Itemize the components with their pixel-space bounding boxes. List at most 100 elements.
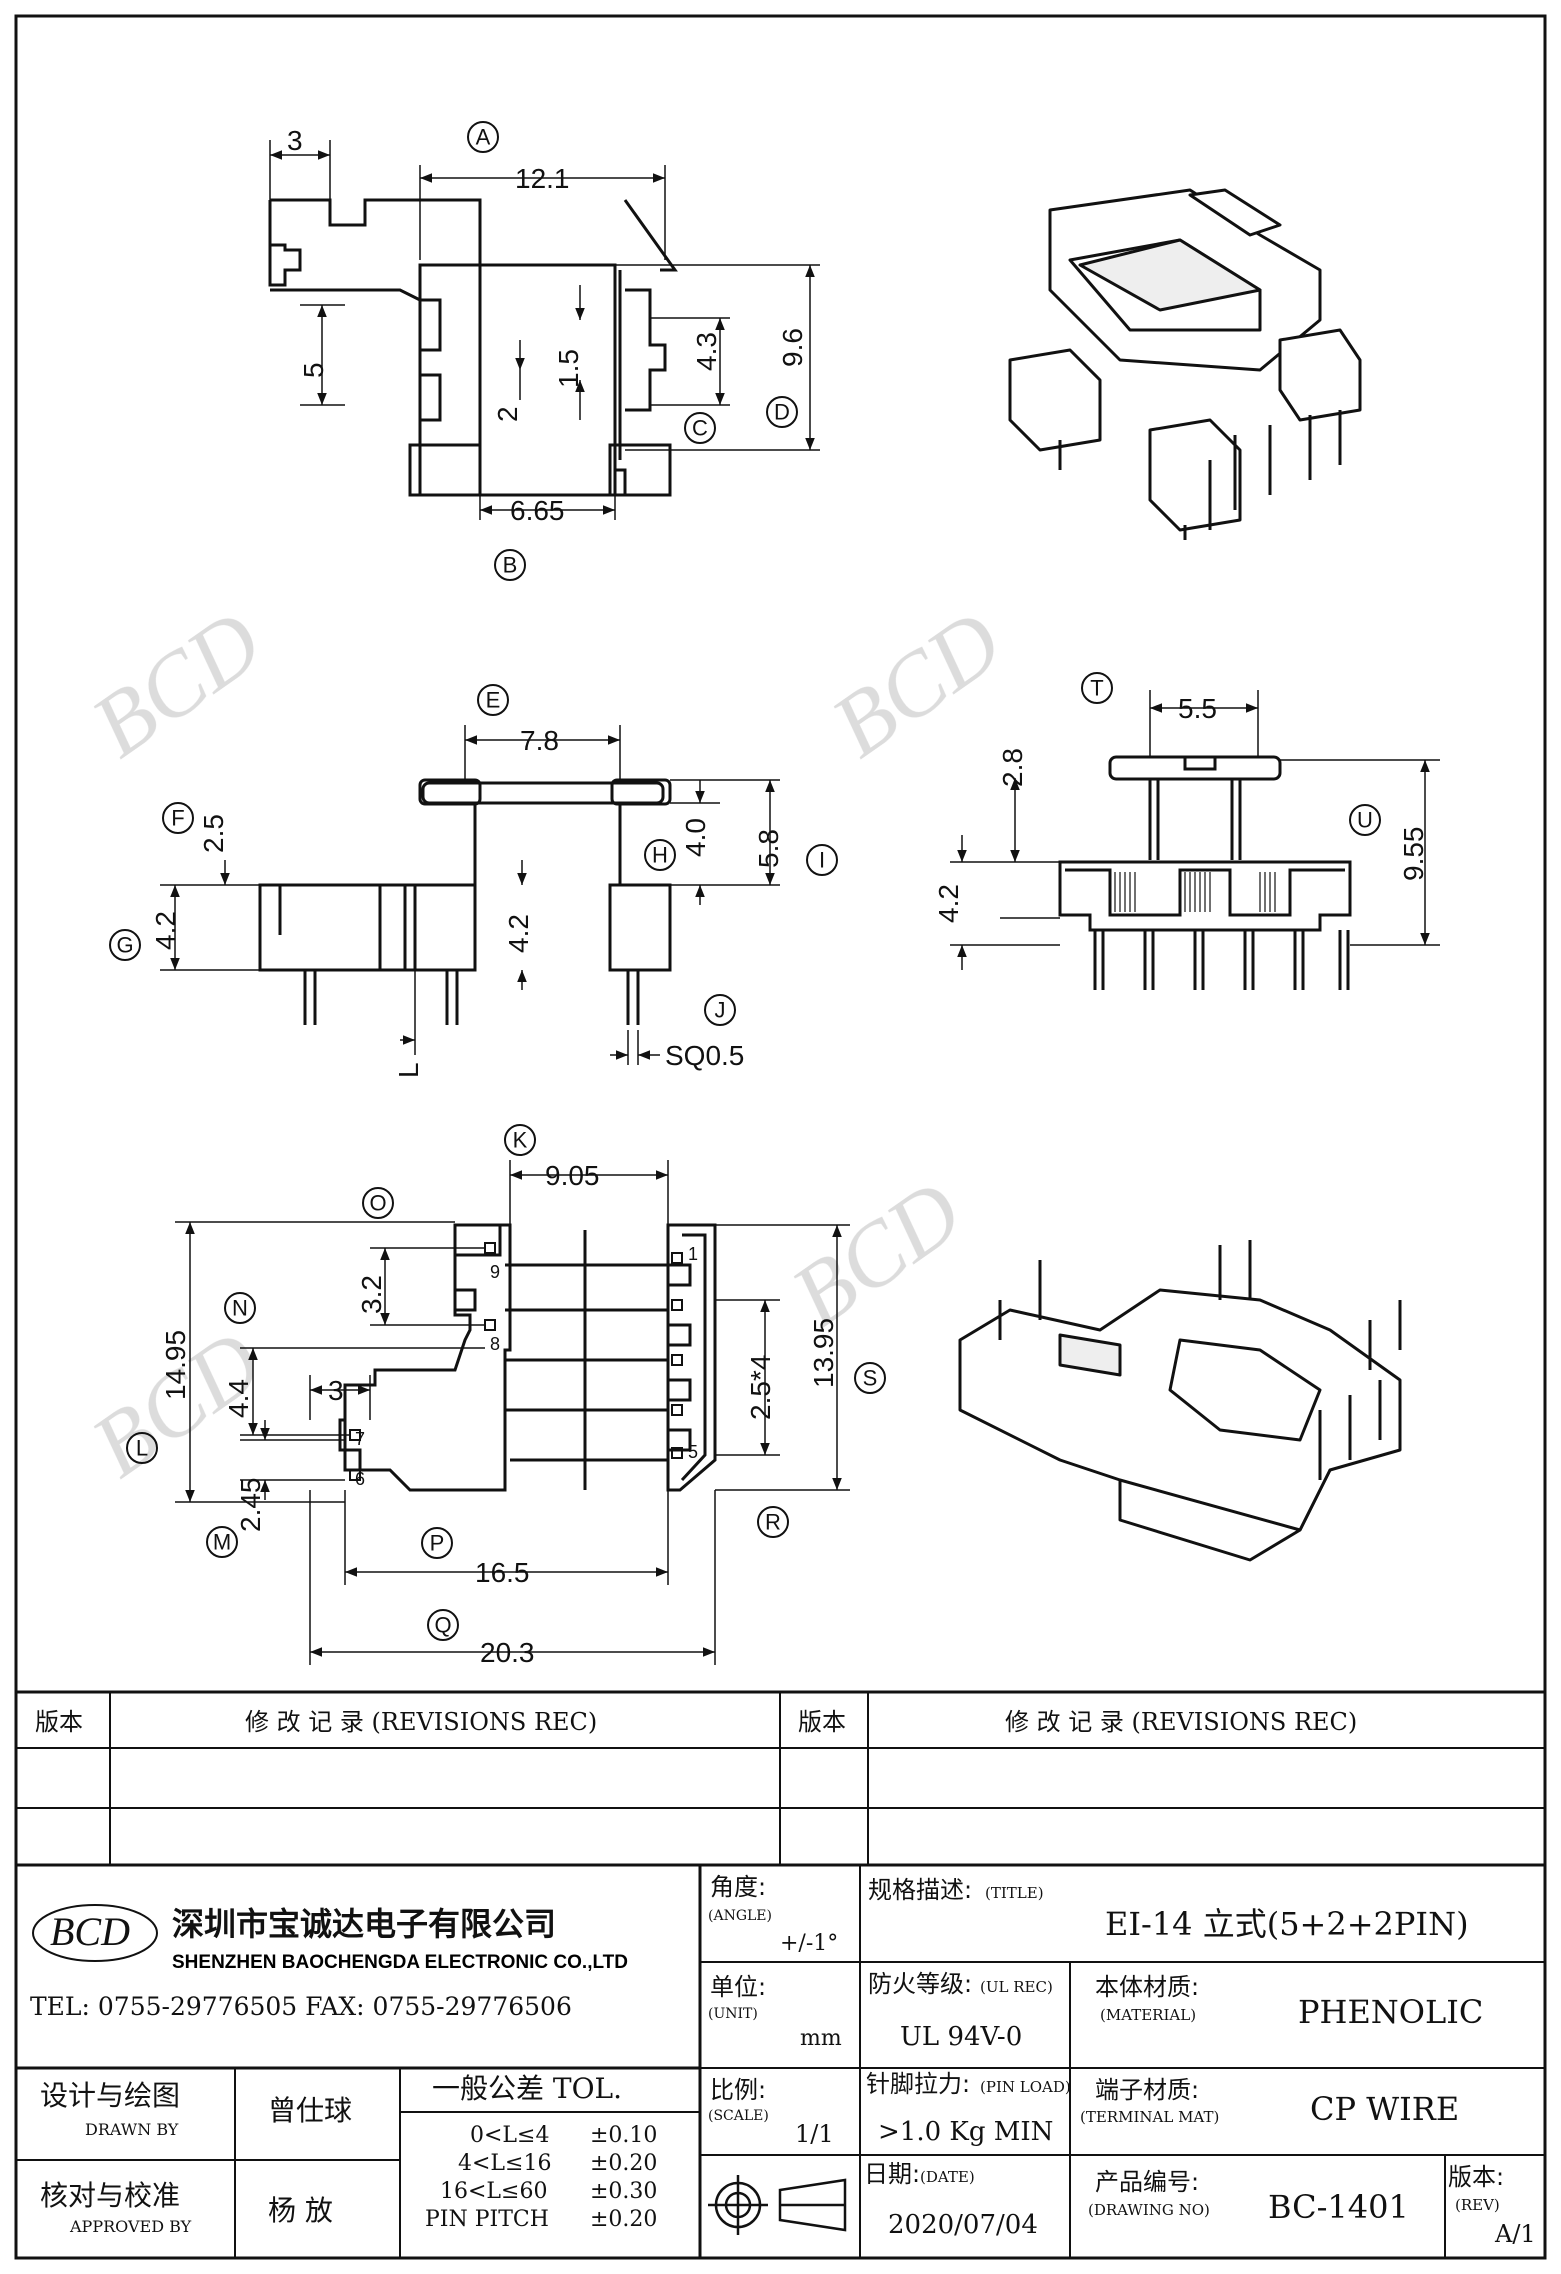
iso-view-2 [958, 1240, 1402, 1562]
svg-text:±0.10: ±0.10 [590, 2123, 657, 2148]
dim-label: 1.5 [553, 349, 584, 388]
svg-text:(DRAWING NO): (DRAWING NO) [1088, 2201, 1210, 2219]
svg-text:2.5: 2.5 [198, 814, 229, 853]
view-top-callouts: A B C D [467, 121, 798, 581]
view-side-dimensions [950, 690, 1440, 970]
dim-label: 9.6 [777, 328, 808, 367]
view-bottom [338, 1223, 717, 1492]
svg-text:4.2: 4.2 [503, 914, 534, 953]
svg-text:2.8: 2.8 [997, 748, 1028, 787]
svg-text:APPROVED BY: APPROVED BY [69, 2217, 192, 2236]
svg-text:(PIN LOAD): (PIN LOAD) [980, 2078, 1071, 2096]
svg-text:DRAWN BY: DRAWN BY [85, 2120, 179, 2139]
svg-text:(UL REC): (UL REC) [980, 1978, 1053, 1996]
svg-text:1/1: 1/1 [795, 2120, 834, 2148]
drawing-number: BC-1401 [1268, 2188, 1409, 2226]
svg-text:设计与绘图: 设计与绘图 [40, 2079, 180, 2112]
svg-text:±0.20: ±0.20 [590, 2207, 657, 2232]
svg-text:4.2: 4.2 [933, 884, 964, 923]
svg-text:F: F [171, 806, 184, 831]
svg-text:(REV): (REV) [1455, 2196, 1500, 2214]
revision-table-text: 版本 修 改 记 录 (REVISIONS REC) 版本 修 改 记 录 (R… [35, 1708, 1357, 1736]
iso-view-1 [1008, 188, 1362, 540]
svg-text:H: H [652, 843, 668, 868]
dim-label: 4.3 [691, 332, 722, 371]
svg-text:6: 6 [355, 1469, 365, 1489]
svg-text:R: R [765, 1510, 781, 1535]
svg-text:修 改 记 录 (REVISIONS REC): 修 改 记 录 (REVISIONS REC) [1005, 1708, 1357, 1736]
svg-text:单位:: 单位: [710, 1973, 766, 2001]
view-top-labels: 3 12.1 5 1.5 4.3 9.6 2 6.65 [287, 125, 808, 526]
svg-text:4.0: 4.0 [680, 818, 711, 857]
dim-label: 5 [298, 362, 329, 378]
svg-text:(ANGLE): (ANGLE) [708, 1908, 772, 1924]
svg-text:PIN PITCH: PIN PITCH [425, 2207, 549, 2232]
svg-text:版本: 版本 [35, 1708, 83, 1736]
view-top [268, 198, 678, 497]
svg-text:产品编号:: 产品编号: [1095, 2168, 1199, 2196]
svg-text:I: I [819, 848, 825, 873]
svg-text:±0.30: ±0.30 [590, 2179, 657, 2204]
svg-text:防火等级:: 防火等级: [868, 1970, 972, 1998]
svg-text:9.55: 9.55 [1398, 827, 1429, 882]
svg-text:端子材质:: 端子材质: [1095, 2076, 1199, 2104]
view-side [1058, 755, 1352, 990]
svg-text:T: T [1090, 676, 1103, 701]
svg-text:修 改 记 录 (REVISIONS REC): 修 改 记 录 (REVISIONS REC) [245, 1708, 597, 1736]
svg-text:J: J [715, 998, 726, 1023]
svg-text:+/-1°: +/-1° [780, 1931, 838, 1956]
svg-text:8: 8 [490, 1334, 500, 1354]
svg-text:E: E [486, 688, 501, 713]
svg-text:G: G [116, 933, 133, 958]
dim-label: 2 [492, 406, 523, 422]
product-title: EI-14 立式(5+2+2PIN) [1105, 1905, 1469, 1943]
view-front-callouts: E F G H I J [109, 684, 838, 1026]
svg-text:版本:: 版本: [1448, 2163, 1504, 2191]
svg-text:A/1: A/1 [1494, 2220, 1536, 2248]
svg-text:比例:: 比例: [710, 2076, 766, 2104]
svg-text:16.5: 16.5 [475, 1557, 530, 1588]
svg-text:(UNIT): (UNIT) [708, 2006, 758, 2022]
svg-text:>1.0 Kg MIN: >1.0 Kg MIN [878, 2117, 1053, 2147]
svg-text:(DATE): (DATE) [920, 2168, 975, 2186]
svg-text:9.05: 9.05 [545, 1160, 600, 1191]
svg-text:20.3: 20.3 [480, 1637, 535, 1668]
tolerance-table: 0<L≤4 ±0.10 4<L≤16 ±0.20 16<L≤60 ±0.30 P… [425, 2123, 657, 2232]
view-front-dimensions [160, 725, 780, 1065]
svg-text:1: 1 [688, 1244, 698, 1264]
svg-text:2.45: 2.45 [235, 1478, 266, 1533]
svg-text:mm: mm [800, 2026, 842, 2051]
svg-text:(MATERIAL): (MATERIAL) [1100, 2006, 1196, 2024]
svg-text:核对与校准: 核对与校准 [40, 2179, 180, 2212]
svg-text:C: C [692, 416, 708, 441]
svg-text:PHENOLIC: PHENOLIC [1298, 1993, 1483, 2031]
svg-text:(SCALE): (SCALE) [708, 2108, 769, 2124]
view-side-labels: 5.5 2.8 9.55 4.2 [933, 693, 1429, 923]
view-bottom-dimensions [175, 1160, 850, 1665]
svg-text:UL 94V-0: UL 94V-0 [900, 2022, 1022, 2052]
svg-text:13.95: 13.95 [808, 1318, 839, 1388]
dim-label: 12.1 [515, 163, 570, 194]
svg-text:S: S [863, 1366, 878, 1391]
svg-text:角度:: 角度: [710, 1873, 766, 1901]
svg-text:16<L≤60: 16<L≤60 [440, 2179, 547, 2204]
projection-symbol-icon [708, 2175, 847, 2235]
company-name-cn: 深圳市宝诚达电子有限公司 [172, 1905, 556, 1943]
title-block [14, 1863, 1547, 2260]
svg-text:4.2: 4.2 [150, 911, 181, 950]
view-front-labels: 7.8 2.5 4.0 5.8 4.2 4.2 SQ0.5 L [150, 725, 784, 1078]
svg-text:±0.20: ±0.20 [590, 2151, 657, 2176]
svg-text:U: U [1357, 808, 1373, 833]
view-bottom-callouts: K O N L M P Q R S [126, 1124, 886, 1641]
svg-text:(TERMINAL MAT): (TERMINAL MAT) [1080, 2108, 1219, 2126]
svg-text:本体材质:: 本体材质: [1095, 1973, 1199, 2001]
svg-text:D: D [774, 400, 790, 425]
svg-text:杨 放: 杨 放 [268, 2194, 333, 2227]
company-name-en: SHENZHEN BAOCHENGDA ELECTRONIC CO.,LTD [172, 1952, 628, 1973]
svg-text:曾仕球: 曾仕球 [268, 2094, 352, 2127]
svg-text:5.5: 5.5 [1178, 693, 1217, 724]
svg-text:规格描述:: 规格描述: [868, 1876, 972, 1904]
svg-text:3.2: 3.2 [356, 1275, 387, 1314]
svg-text:针脚拉力:: 针脚拉力: [866, 2070, 970, 2098]
svg-text:2020/07/04: 2020/07/04 [888, 2210, 1038, 2240]
